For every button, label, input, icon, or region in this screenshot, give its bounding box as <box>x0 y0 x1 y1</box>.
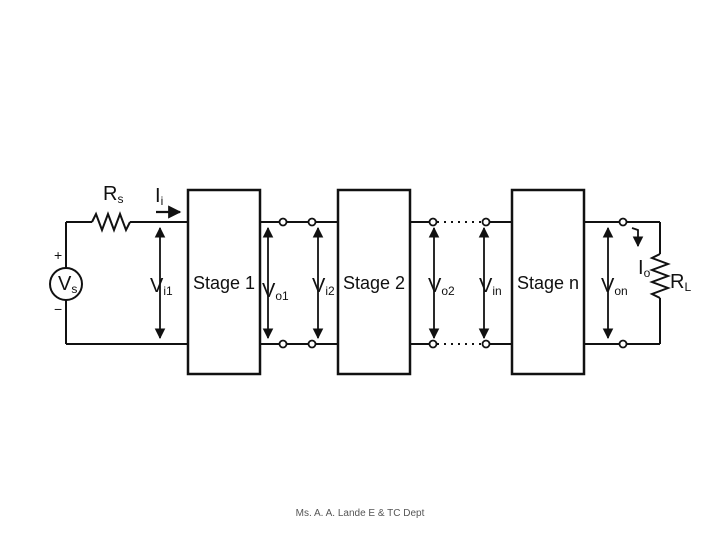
von-label: Von <box>601 275 628 298</box>
io-label: Io <box>638 257 651 280</box>
io-current-arrow <box>631 227 644 248</box>
stage-n-label: Stage n <box>517 273 579 293</box>
vo2-label: Vo2 <box>428 275 455 298</box>
source-plus-label: + <box>54 247 62 263</box>
source-resistor <box>91 211 131 233</box>
vi2-label: Vi2 <box>312 275 335 298</box>
stage-n-box <box>510 188 586 376</box>
rl-label: RL <box>670 271 691 294</box>
source-minus-label: − <box>54 301 62 317</box>
rs-label: Rs <box>103 183 123 206</box>
stage-1-label: Stage 1 <box>193 273 255 293</box>
vi1-label: Vi1 <box>150 275 173 298</box>
stage-2-label: Stage 2 <box>343 273 405 293</box>
vin-label: Vin <box>479 275 502 298</box>
source-label: Vs <box>58 273 77 296</box>
terminals <box>278 217 628 349</box>
stage-1-box <box>186 188 262 376</box>
footer-credit: Ms. A. A. Lande E & TC Dept <box>295 508 425 519</box>
vo1-label: Vo1 <box>262 280 289 303</box>
load-resistor <box>649 253 671 299</box>
stage-2-box <box>336 188 412 376</box>
ii-label: Ii <box>155 185 163 208</box>
